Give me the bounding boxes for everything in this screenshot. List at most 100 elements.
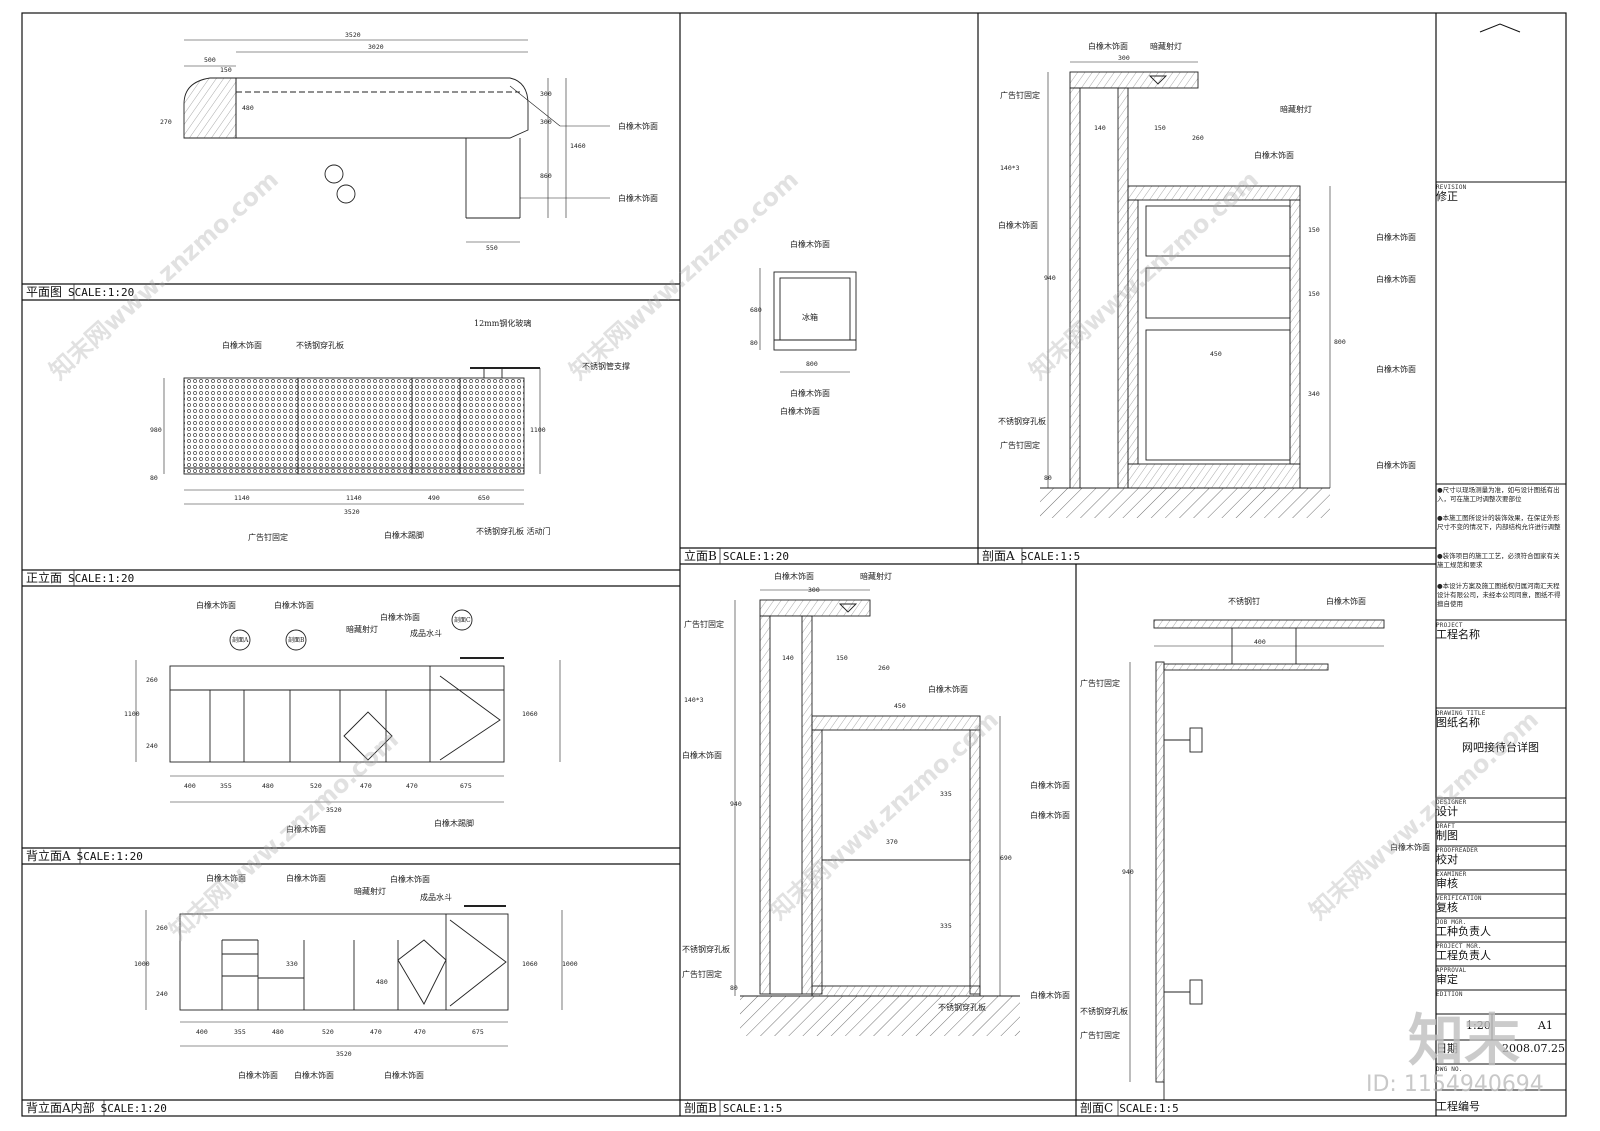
secB-label-oak: 白橡木饰面 [1030,990,1070,1000]
secA-label-oak: 白橡木饰面 [1254,150,1294,160]
backInner-dim: 400 [196,1028,208,1036]
secC-dim: 400 [1254,638,1266,646]
plan-dim: 300 [540,90,552,98]
secB-dim: 940 [730,800,742,808]
backInner-dim: 470 [370,1028,382,1036]
secC-label-nail: 广告钉固定 [1080,1030,1120,1040]
plan-dim: 860 [540,172,552,180]
tb-verif-en: VERIFICATION [1436,895,1482,902]
front-dim: 1140 [234,494,250,502]
secB-dim: 300 [808,586,820,594]
secA-dims: 300 140 150 260 140*3 940 150 150 340 80… [1000,54,1346,482]
backInner-label-sink: 成品水斗 [420,892,452,902]
backA-dims: 400 355 480 520 470 470 675 3520 1100 10… [124,676,538,814]
tb-draft: DRAFT 制图 [1436,823,1564,841]
backInner-dim: 1060 [522,960,538,968]
secC-label-nail: 广告钉固定 [1080,678,1120,688]
panel-tab-lines [73,284,1119,1116]
backInner-dim: 3520 [336,1050,352,1058]
secA-dim: 940 [1044,274,1056,282]
backA-dim: 470 [360,782,372,790]
front-label-door: 不锈钢穿孔板 活动门 [476,526,551,536]
plan-drawing [183,39,610,243]
tb-approval-zh: 审定 [1436,973,1458,986]
tb-job-mgr: JOB MGR. 工种负责人 [1436,919,1564,937]
secA-label-oak: 白橡木饰面 [998,220,1038,230]
backInner-label-oak: 白橡木饰面 [206,873,246,883]
front-dim: 490 [428,494,440,502]
panel-scale: SCALE:1:20 [100,1102,167,1115]
secA-dim: 260 [1192,134,1204,142]
secA-dim: 340 [1308,390,1320,398]
secA-dim: 150 [1308,290,1320,298]
secA-label-oak: 白橡木饰面 [1376,232,1416,242]
tb-drawing-name: 网吧接待台详图 [1462,741,1539,754]
panel-title: 背立面A [26,849,71,863]
secC-dim: 940 [1122,868,1134,876]
secB-dim: 260 [878,664,890,672]
tb-proof-zh: 校对 [1436,853,1458,866]
secB-dim: 335 [940,790,952,798]
tb-drawing-title: DRAWING TITLE 图纸名称 网吧接待台详图 [1436,710,1564,753]
backA-dim: 520 [310,782,322,790]
panel-scale: SCALE:1:20 [722,550,790,563]
secA-dim: 150 [1308,226,1320,234]
elevB-labels: 白橡木饰面 冰箱 白橡木饰面 白橡木饰面 [780,239,830,416]
secB-label-oak: 白橡木饰面 [682,750,722,760]
secA-dim: 800 [1334,338,1346,346]
tb-project-mgr: PROJECT MGR. 工程负责人 [1436,943,1564,961]
backInner-dim: 480 [272,1028,284,1036]
tb-dwg-zh: 工程编号 [1436,1101,1564,1112]
tb-project-zh: 工程名称 [1436,628,1480,641]
secA-label-light: 暗藏射灯 [1280,104,1312,114]
secB-dim: 690 [1000,854,1012,862]
tb-note-2: ●本施工图所设计的装饰效果，在保证外形尺寸不变的情况下，内部结构允许进行调整 [1437,514,1561,531]
tb-exam-zh: 审核 [1436,877,1458,890]
front-dim: 650 [478,494,490,502]
secB-label-nail: 广告钉固定 [682,969,722,979]
front-label-ss: 不锈钢穿孔板 [296,340,344,350]
secC-label-oak: 白橡木饰面 [1326,596,1366,606]
backInner-dim: 520 [322,1028,334,1036]
elevB-label-fridge: 冰箱 [802,312,818,322]
backInner-dim: 675 [472,1028,484,1036]
title-block-grid [1436,23,1566,1091]
tb-examiner: EXAMINER 审核 [1436,871,1564,889]
front-labels: 白橡木饰面 不锈钢穿孔板 12mm钢化玻璃 不锈钢管支撑 广告钉固定 白橡木踢脚… [222,318,630,542]
panel-title: 剖面C [1080,1101,1114,1115]
backInner-dim: 330 [286,960,298,968]
backA-label-oak: 白橡木饰面 [286,824,326,834]
tb-approval: APPROVAL 审定 [1436,967,1564,985]
backA-dim: 1100 [124,710,140,718]
tb-date-value: 2008.07.25 [1502,1042,1565,1055]
sheet-frame [21,12,1567,1117]
tb-draft-en: DRAFT [1436,823,1456,830]
secC-label-oak: 白橡木饰面 [1390,842,1430,852]
tb-job-en: JOB MGR. [1436,919,1467,926]
backA-label-oak: 白橡木饰面 [196,600,236,610]
tb-revision-en: REVISION [1436,184,1467,191]
plan-labels: 白橡木饰面 白橡木饰面 [618,121,658,203]
panel-label-backInner: 背立面A内部 SCALE:1:20 [26,1100,167,1117]
backA-dim: 675 [460,782,472,790]
front-label-pipe: 不锈钢管支撑 [582,361,630,371]
tb-note-4: ●本设计方案及施工图纸权归属河南汇天程设计有限公司，未经本公司同意，图纸不得擅自… [1437,582,1561,608]
secB-dim: 80 [730,984,738,992]
tb-revision-zh: 修正 [1436,190,1458,203]
front-label-kick: 白橡木踢脚 [384,530,424,540]
secB-dim: 370 [886,838,898,846]
secA-label-oak: 白橡木饰面 [1088,41,1128,51]
backA-label-kick: 白橡木踢脚 [434,818,474,828]
secA-label-nail: 广告钉固定 [1000,440,1040,450]
panel-title: 背立面A内部 [26,1101,95,1115]
backInner-label-oak: 白橡木饰面 [294,1070,334,1080]
elevB-label-oak: 白橡木饰面 [790,388,830,398]
plan-dim: 480 [242,104,254,112]
tb-pm-en: PROJECT MGR. [1436,943,1482,950]
secB-label-nail: 广告钉固定 [684,619,724,629]
section-c-drawing [1129,619,1385,1100]
backA-dim: 260 [146,676,158,684]
